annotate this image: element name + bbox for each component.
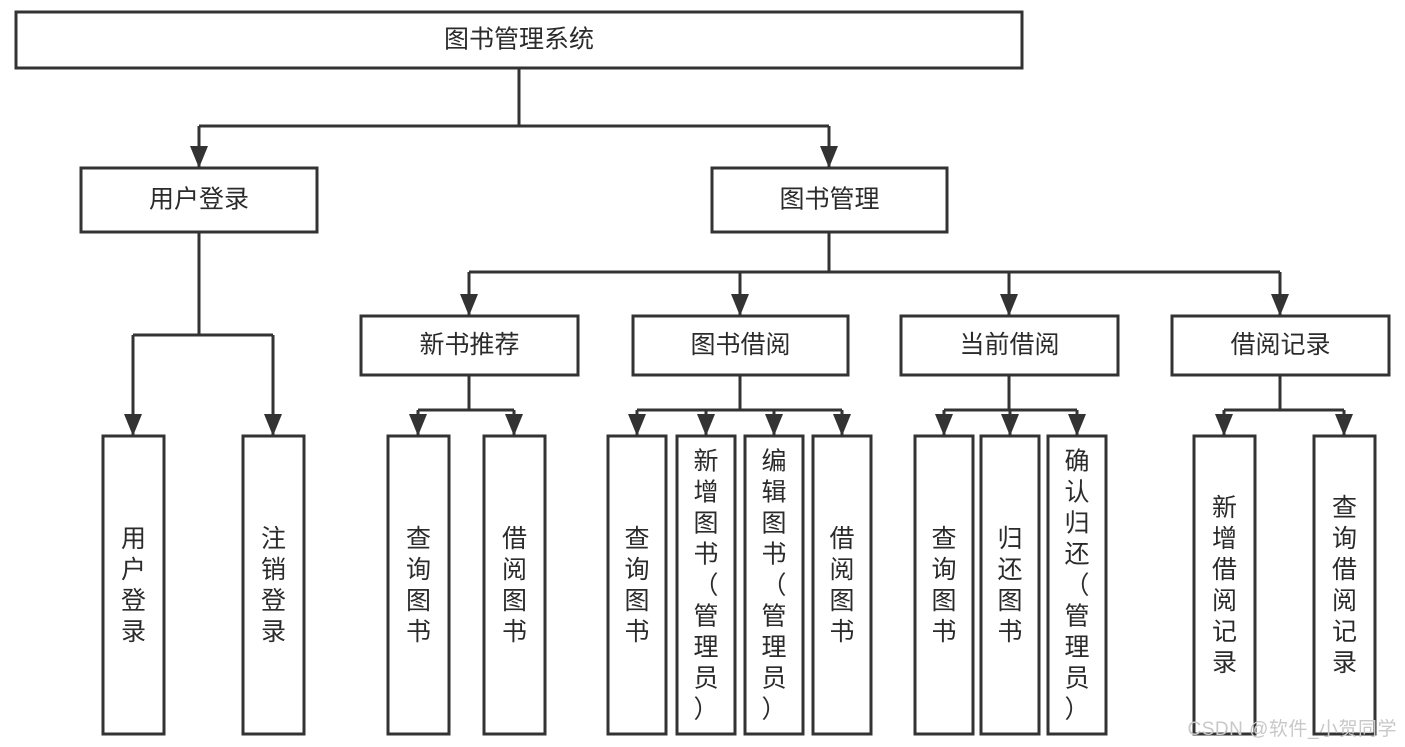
node-box[interactable] (631, 314, 850, 377)
node-box[interactable] (14, 10, 1024, 70)
arrow-head-icon (124, 414, 142, 436)
node-box[interactable] (79, 166, 319, 234)
node-box[interactable] (101, 434, 166, 736)
arrow-head-icon (505, 414, 523, 436)
node-label: 新增图书（管理员） (693, 448, 718, 724)
node-box[interactable] (482, 434, 547, 736)
node-label: 当前借阅 (959, 331, 1059, 359)
arrow-head-icon (628, 414, 646, 436)
node-label: 查询借阅记录 (1332, 494, 1357, 677)
node-box[interactable] (606, 434, 668, 736)
arrow-head-icon (1335, 414, 1353, 436)
node-label: 图书管理系统 (444, 26, 594, 54)
arrow-head-icon (264, 414, 282, 436)
node-box[interactable] (899, 314, 1120, 377)
node-user-login[interactable]: 用户登录 (79, 166, 319, 234)
node-label: 借阅图书 (829, 525, 854, 646)
node-label: 归还图书 (997, 525, 1022, 646)
arrow-head-icon (190, 146, 208, 168)
arrow-head-icon (409, 414, 427, 436)
node-leaf-query-book-3[interactable]: 查询图书 (913, 434, 975, 736)
node-leaf-query-book-2[interactable]: 查询图书 (606, 434, 668, 736)
node-label: 借阅图书 (502, 525, 527, 646)
node-label: 新书推荐 (419, 331, 519, 359)
node-book-borrow[interactable]: 图书借阅 (631, 314, 850, 377)
node-leaf-user-login[interactable]: 用户登录 (101, 434, 166, 736)
node-leaf-return-book[interactable]: 归还图书 (979, 434, 1041, 736)
conn-book-manage-split (460, 232, 1289, 316)
node-box[interactable] (675, 434, 737, 736)
node-root[interactable]: 图书管理系统 (14, 10, 1024, 70)
node-leaf-confirm-return[interactable]: 确认归还（管理员） (1046, 434, 1108, 736)
arrow-head-icon (697, 414, 715, 436)
node-label: 注销登录 (261, 525, 286, 646)
arrow-head-icon (935, 414, 953, 436)
node-leaf-borrow-book-1[interactable]: 借阅图书 (482, 434, 547, 736)
node-leaf-query-record[interactable]: 查询借阅记录 (1312, 434, 1377, 736)
arrow-head-icon (833, 414, 851, 436)
node-new-book-recommend[interactable]: 新书推荐 (359, 314, 580, 377)
conn-record-split (1215, 375, 1353, 436)
node-label: 用户登录 (121, 525, 146, 646)
node-box[interactable] (710, 166, 949, 234)
node-leaf-add-book[interactable]: 新增图书（管理员） (675, 434, 737, 736)
arrow-head-icon (1000, 294, 1018, 316)
conn-borrow-split (628, 375, 851, 436)
node-box[interactable] (241, 434, 306, 736)
arrow-head-icon (460, 294, 478, 316)
arrow-head-icon (1215, 414, 1233, 436)
node-leaf-edit-book[interactable]: 编辑图书（管理员） (743, 434, 805, 736)
node-box[interactable] (913, 434, 975, 736)
node-leaf-add-record[interactable]: 新增借阅记录 (1192, 434, 1257, 736)
node-label: 查询图书 (931, 525, 956, 646)
node-box[interactable] (1046, 434, 1108, 736)
node-box[interactable] (979, 434, 1041, 736)
arrow-head-icon (820, 146, 838, 168)
node-leaf-borrow-book-2[interactable]: 借阅图书 (811, 434, 873, 736)
conn-user-login-split (124, 232, 282, 436)
node-label: 查询图书 (406, 525, 431, 646)
node-layer: 图书管理系统用户登录图书管理新书推荐图书借阅当前借阅借阅记录用户登录注销登录查询… (14, 10, 1391, 736)
node-label: 编辑图书（管理员） (761, 448, 786, 724)
node-current-borrow[interactable]: 当前借阅 (899, 314, 1120, 377)
node-label: 新增借阅记录 (1212, 494, 1237, 677)
connector-layer (124, 68, 1353, 436)
node-book-manage[interactable]: 图书管理 (710, 166, 949, 234)
node-box[interactable] (743, 434, 805, 736)
node-box[interactable] (1312, 434, 1377, 736)
conn-root-split (190, 68, 838, 168)
arrow-head-icon (731, 294, 749, 316)
node-borrow-record[interactable]: 借阅记录 (1170, 314, 1391, 377)
node-label: 查询图书 (624, 525, 649, 646)
node-box[interactable] (811, 434, 873, 736)
arrow-head-icon (1068, 414, 1086, 436)
node-leaf-query-book-1[interactable]: 查询图书 (386, 434, 451, 736)
node-box[interactable] (1170, 314, 1391, 377)
node-label: 图书借阅 (690, 331, 790, 359)
conn-current-split (935, 375, 1086, 436)
node-box[interactable] (386, 434, 451, 736)
node-label: 用户登录 (149, 186, 249, 214)
node-box[interactable] (359, 314, 580, 377)
node-label: 图书管理 (779, 186, 879, 214)
node-label: 确认归还（管理员） (1064, 448, 1089, 724)
arrow-head-icon (1001, 414, 1019, 436)
node-label: 借阅记录 (1230, 331, 1330, 359)
conn-recommend-split (409, 375, 523, 436)
node-leaf-user-logout[interactable]: 注销登录 (241, 434, 306, 736)
arrow-head-icon (1271, 294, 1289, 316)
arrow-head-icon (765, 414, 783, 436)
node-box[interactable] (1192, 434, 1257, 736)
